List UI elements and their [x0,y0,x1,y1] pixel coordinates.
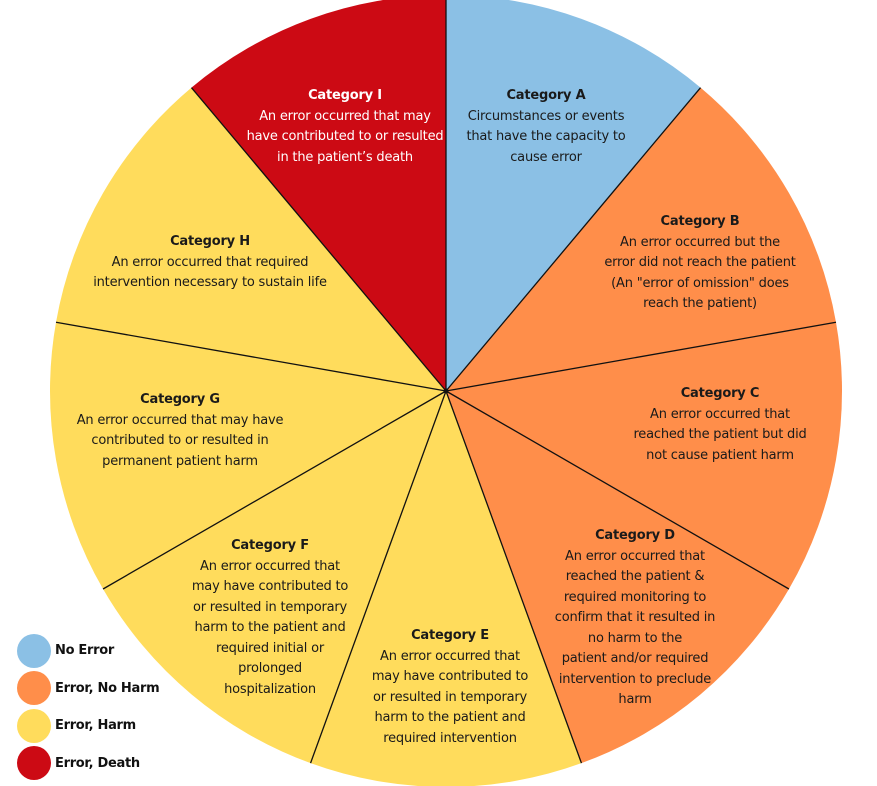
legend: No Error Error, No Harm Error, Harm Erro… [17,632,160,783]
slice-category-b [446,87,836,392]
category-b-title: Category B [660,214,740,229]
slice-category-h [56,87,447,392]
category-c-title: Category C [680,386,760,401]
category-i-title: Category I [308,88,382,103]
category-b-label: Category B An error occurred but the err… [595,212,805,315]
slice-category-i [191,0,446,391]
category-c-description: An error occurred that reached the patie… [633,406,807,463]
category-d-title: Category D [595,528,675,543]
category-g-description: An error occurred that may have contribu… [76,412,284,469]
category-a-title: Category A [506,88,586,103]
category-f-title: Category F [231,538,309,553]
slice-divider [445,87,702,392]
category-g-label: Category G An error occurred that may ha… [65,390,295,472]
slice-divider [445,321,837,392]
slice-divider [190,87,447,392]
legend-label: No Error [55,643,114,659]
legend-swatch-error-death [17,746,51,781]
slice-divider [55,321,447,392]
category-f-label: Category F An error occurred that may ha… [175,536,365,700]
slice-category-c [446,322,842,589]
wheel-center-dot [443,388,449,394]
category-c-label: Category C An error occurred that reache… [620,384,820,466]
slice-divider [102,390,447,590]
legend-item-error-harm: Error, Harm [17,707,159,745]
category-h-description: An error occurred that required interven… [93,254,327,291]
slice-category-a [446,0,701,391]
legend-swatch-error-harm [17,708,51,743]
category-a-description: Circumstances or events that have the ca… [466,108,626,165]
category-i-label: Category I An error occurred that may ha… [240,86,450,168]
slice-category-f [103,391,446,764]
legend-item-error-no-harm: Error, No Harm [17,670,160,708]
category-e-label: Category E An error occurred that may ha… [355,626,545,749]
category-g-title: Category G [140,392,220,407]
category-h-title: Category H [170,234,250,249]
category-e-description: An error occurred that may have contribu… [371,648,529,746]
legend-item-no-error: No Error [17,632,159,670]
category-f-description: An error occurred that may have contribu… [191,558,349,697]
category-e-title: Category E [411,628,489,643]
legend-swatch-error-no-harm [17,671,51,706]
category-d-description: An error occurred that reached the patie… [554,548,716,708]
slice-divider [309,390,447,764]
slice-category-e [310,391,582,786]
legend-label: Error, No Harm [55,680,160,696]
category-b-description: An error occurred but the error did not … [604,234,796,312]
slice-category-g [49,322,447,589]
legend-label: Error, Death [55,755,140,771]
category-a-label: Category A Circumstances or events that … [455,86,637,168]
category-d-label: Category D An error occurred that reache… [540,526,730,711]
slice-divider [445,390,583,764]
legend-label: Error, Harm [55,718,136,734]
slice-divider [445,390,790,590]
category-h-label: Category H An error occurred that requir… [85,232,335,294]
legend-item-error-death: Error, Death [17,745,159,783]
legend-swatch-no-error [17,633,51,668]
category-i-description: An error occurred that may have contribu… [246,108,444,165]
slice-category-d [446,391,789,764]
